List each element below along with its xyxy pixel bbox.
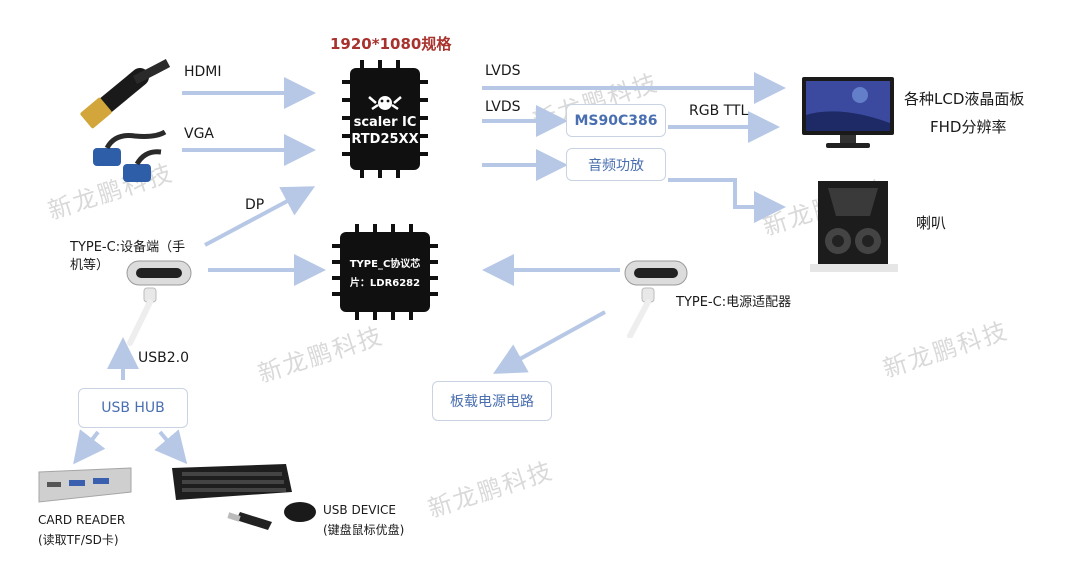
typec-power-connector-icon — [624, 260, 688, 338]
speaker-label: 喇叭 — [916, 214, 947, 232]
board-power-box: 板载电源电路 — [432, 381, 552, 421]
card-reader-icon — [38, 467, 132, 503]
hdmi-cable-icon — [80, 59, 170, 129]
typec-device-label-1: TYPE-C:设备端（手 — [70, 240, 186, 255]
speaker-icon — [810, 181, 898, 272]
typec-chip-label-2: 片：LDR6282 — [349, 278, 421, 289]
typec-device-label-2: 机等） — [70, 258, 110, 273]
vga-cable-icon — [93, 129, 167, 182]
scaler-model-label: RTD25XX — [351, 132, 419, 147]
lvds-label-2: LVDS — [485, 99, 521, 115]
rgb-ttl-label: RGB TTL — [689, 103, 749, 119]
speaker-arrow — [668, 178, 786, 223]
scaler-ic-label: scaler IC — [353, 115, 417, 130]
typec-power-label: TYPE-C:电源适配器 — [676, 295, 792, 310]
typec-chip-label-1: TYPE_C协议芯 — [349, 259, 421, 270]
power-board-arrow — [492, 310, 606, 374]
fhd-label: FHD分辨率 — [930, 118, 1007, 136]
usb-hub-box: USB HUB — [78, 388, 188, 428]
hub-device-arrow — [154, 429, 188, 465]
lvds-label-1: LVDS — [485, 63, 521, 79]
card-reader-label: CARD READER — [38, 513, 126, 527]
keyboard-mouse-icon — [172, 464, 316, 530]
vga-label: VGA — [184, 126, 215, 142]
crab-logo-icon — [368, 96, 402, 111]
dp-arrow — [204, 186, 316, 247]
usb20-label: USB2.0 — [138, 350, 190, 366]
lcd-monitor-icon — [802, 77, 894, 148]
card-reader-sub-label: (读取TF/SD卡) — [38, 533, 119, 547]
ms90c386-box: MS90C386 — [566, 104, 666, 137]
usb-device-label: USB DEVICE — [323, 503, 396, 517]
audio-amp-box: 音频功放 — [566, 148, 666, 181]
usb-device-sub-label: (键盘鼠标优盘) — [323, 523, 405, 537]
hdmi-label: HDMI — [184, 64, 222, 80]
hub-card-arrow — [73, 429, 106, 465]
typec-device-connector-icon — [126, 260, 192, 346]
dp-label: DP — [245, 197, 265, 213]
lcd-label: 各种LCD液晶面板 — [904, 90, 1025, 108]
resolution-title: 1920*1080规格 — [330, 35, 452, 53]
